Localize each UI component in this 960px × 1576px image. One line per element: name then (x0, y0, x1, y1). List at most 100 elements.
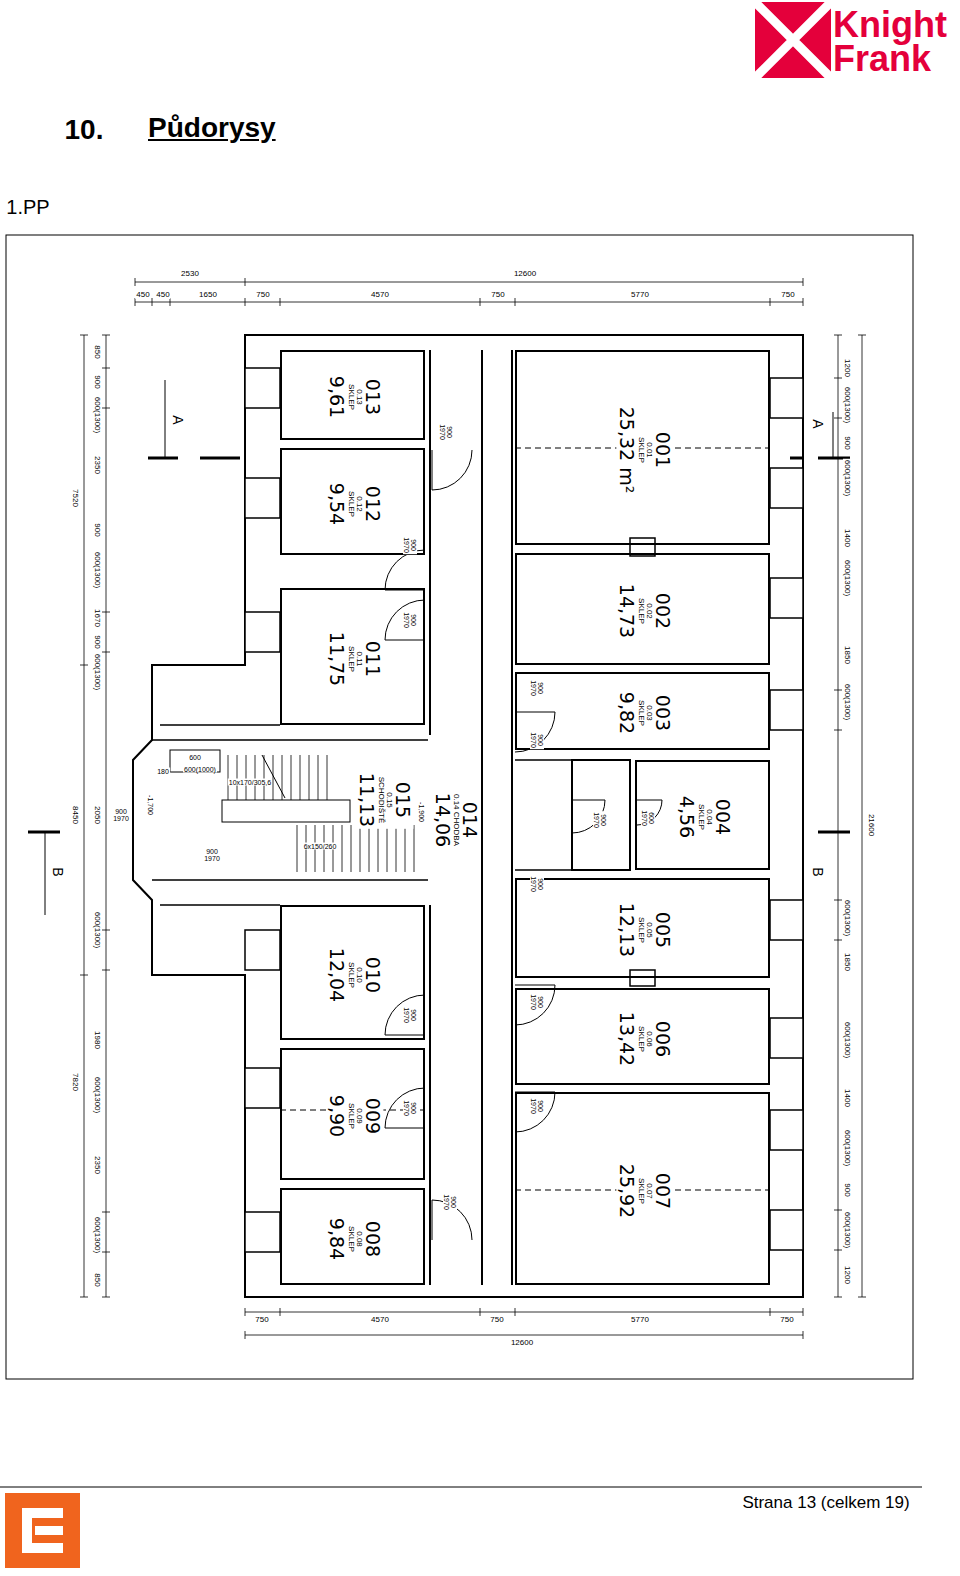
room-code: 0.14 CHODBA (452, 794, 460, 846)
door-dimension: 900 1970 (112, 808, 130, 822)
page-number: Strana 13 (celkem 19) (741, 1494, 910, 1511)
room-code: 0.15 SCHODIŠTĚ (377, 777, 394, 824)
stair-dimension: 10x170/305,6 (228, 779, 272, 786)
stair-dimension: 600 (188, 754, 202, 761)
room-area: 25,92 (617, 1163, 636, 1217)
door-dimension: 900 1970 (530, 1097, 544, 1115)
dimension: 600(1300) (843, 683, 851, 721)
dimension: 750 (489, 1316, 504, 1324)
room-box: 0060.06 SKLEP13,42 (515, 988, 770, 1085)
floor-label: 1.PP (5, 197, 50, 217)
section-number: 10. (64, 116, 105, 144)
dimension: 750 (780, 291, 795, 299)
room-number: 006 (653, 1020, 672, 1056)
room-code: 0.01 SKLEP (636, 437, 653, 463)
room-label: 0020.02 SKLEP14,73 (616, 582, 673, 640)
room-label: 0110.11 SKLEP11,75 (326, 629, 383, 687)
room-number: 015 (393, 782, 412, 818)
room-code: 0.03 SKLEP (636, 700, 653, 726)
dimension: 12600 (510, 1339, 534, 1347)
room-box: 0150.15 SCHODIŠTĚ11,13 (140, 740, 430, 880)
room-code: 0.02 SKLEP (636, 598, 653, 624)
dimension: 900 (843, 435, 851, 450)
dimension: 1400 (843, 1088, 851, 1108)
logo-text: Knight Frank (832, 8, 954, 76)
room-code: 0.10 SKLEP (346, 962, 363, 988)
room-code: 0.12 SKLEP (346, 491, 363, 517)
dimension: 900 (93, 374, 101, 389)
dimension: 7820 (71, 1072, 79, 1092)
dimension: 2050 (93, 805, 101, 825)
dimension: 600(1300) (93, 653, 101, 691)
dimension: 600(1300) (93, 396, 101, 434)
room-area: 9,54 (327, 482, 346, 524)
room-number: 007 (653, 1172, 672, 1208)
door-dimension: 900 1970 (439, 423, 453, 441)
room-box: 0040.04 SKLEP4,56 (635, 760, 770, 870)
room-area: 4,56 (677, 796, 696, 838)
dimension: 850 (93, 1272, 101, 1287)
dimension: 1650 (198, 291, 218, 299)
room-code: 0.13 SKLEP (346, 384, 363, 410)
room-area: 13,42 (617, 1011, 636, 1065)
room-area: 9,82 (617, 692, 636, 734)
room-label: 0140.14 CHODBA14,06 (432, 791, 480, 849)
section-mark: B (811, 866, 825, 877)
dimension: 450 (155, 291, 170, 299)
door-dimension: 900 1970 (403, 1099, 417, 1117)
dimension: 8450 (71, 805, 79, 825)
dimension: 12600 (513, 270, 537, 278)
room-box: 0110.11 SKLEP11,75 (280, 588, 425, 725)
door-dimension: 900 1970 (593, 811, 607, 829)
room-area: 11,75 (327, 631, 346, 685)
dimension: 1200 (843, 358, 851, 378)
dimension: 2530 (180, 270, 200, 278)
dimension: 600(1300) (93, 1076, 101, 1114)
room-area: 12,04 (327, 947, 346, 1001)
room-code: 0.11 SKLEP (346, 646, 363, 672)
room-area: 9,90 (327, 1095, 346, 1137)
room-number: 014 (460, 802, 479, 838)
level-mark: -1,700 (147, 794, 154, 816)
room-box: 0140.14 CHODBA14,06 (428, 735, 484, 905)
dimension: 900 (843, 1182, 851, 1197)
room-label: 0080.08 SKLEP9,84 (326, 1215, 383, 1261)
room-number: 002 (653, 593, 672, 629)
door-dimension: 600 1970 (641, 809, 655, 827)
dimension: 450 (135, 291, 150, 299)
door-dimension: 900 1970 (530, 993, 544, 1011)
dimension: 5770 (630, 291, 650, 299)
room-box: 0050.05 SKLEP12,13 (515, 878, 770, 978)
room-label: 0130.13 SKLEP9,61 (326, 374, 383, 420)
level-mark: -1,900 (418, 801, 425, 823)
room-box: 0130.13 SKLEP9,61 (280, 350, 425, 440)
dimension: 4570 (370, 1316, 390, 1324)
dimension: 850 (93, 344, 101, 359)
dimension: 900 (93, 634, 101, 649)
section-mark: A (811, 418, 825, 429)
room-area: 12,13 (617, 903, 636, 957)
room-label: 0100.10 SKLEP12,04 (326, 945, 383, 1003)
room-code: 0.04 SKLEP (696, 804, 713, 830)
room-area: 11,13 (358, 773, 377, 827)
room-code: 0.06 SKLEP (636, 1026, 653, 1052)
dimension: 600(1300) (93, 551, 101, 589)
dimension: 600(1300) (843, 559, 851, 597)
dimension: 1670 (93, 608, 101, 628)
room-box: 0010.01 SKLEP25,32 m² (515, 350, 770, 545)
room-number: 008 (363, 1220, 382, 1256)
room-label: 0060.06 SKLEP13,42 (616, 1009, 673, 1067)
room-area: 25,32 m² (617, 406, 636, 493)
dimension: 600(1300) (843, 1211, 851, 1249)
door-dimension: 900 1970 (530, 679, 544, 697)
room-code: 0.05 SKLEP (636, 917, 653, 943)
room-number: 011 (363, 640, 382, 676)
dimension: 1980 (93, 1030, 101, 1050)
dimension: 600(1300) (93, 1216, 101, 1254)
dimension: 600(1300) (843, 1021, 851, 1059)
room-label: 0150.15 SCHODIŠTĚ11,13 (357, 771, 414, 829)
dimension: 1850 (843, 645, 851, 665)
stair-dimension: 6x150/260 (303, 843, 338, 850)
dimension: 5770 (630, 1316, 650, 1324)
door-dimension: 900 1970 (443, 1193, 457, 1211)
